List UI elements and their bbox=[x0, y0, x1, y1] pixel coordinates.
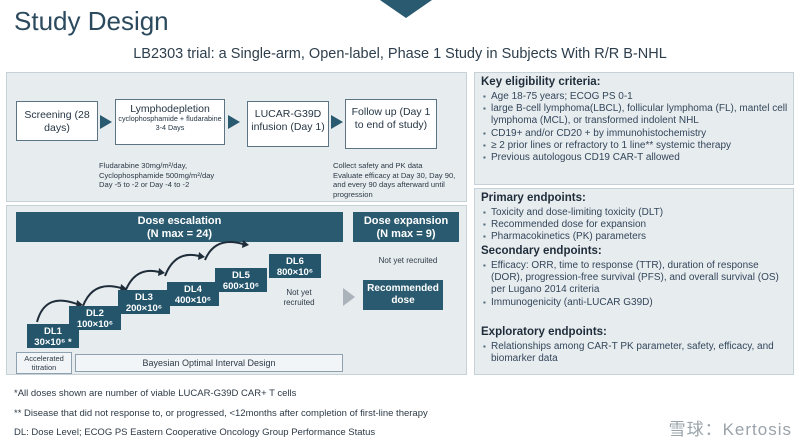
list-item: large B-cell lymphoma(LBCL), follicular … bbox=[483, 103, 789, 127]
to-recommended-arrow bbox=[343, 288, 355, 306]
primary-endpoints-heading: Primary endpoints: bbox=[481, 192, 586, 204]
escalation-curves bbox=[36, 240, 249, 323]
list-item: Age 18-75 years; ECOG PS 0-1 bbox=[483, 91, 789, 103]
primary-endpoints-list: Toxicity and dose-limiting toxicity (DLT… bbox=[483, 207, 789, 244]
corner-decoration bbox=[380, 0, 432, 18]
secondary-endpoints-heading: Secondary endpoints: bbox=[481, 245, 602, 257]
eligibility-list: Age 18-75 years; ECOG PS 0-1 large B-cel… bbox=[483, 91, 789, 164]
footnote-abbreviations: DL: Dose Level; ECOG PS Eastern Cooperat… bbox=[14, 427, 376, 438]
flow-arrow-3 bbox=[331, 115, 343, 129]
study-flow-panel: Screening (28 days) Lymphodepletion cycl… bbox=[6, 72, 467, 202]
endpoints-panel: Primary endpoints: Toxicity and dose-lim… bbox=[474, 188, 794, 375]
list-item: Toxicity and dose-limiting toxicity (DLT… bbox=[483, 207, 789, 219]
escalation-not-yet-recruited: Not yet recruited bbox=[283, 288, 315, 307]
eligibility-heading: Key eligibility criteria: bbox=[481, 76, 601, 88]
recommended-dose-box: Recommended dose bbox=[363, 280, 443, 310]
list-item: Recommended dose for expansion bbox=[483, 219, 789, 231]
list-item: Efficacy: ORR, time to response (TTR), d… bbox=[483, 260, 789, 297]
lymphodepletion-notes: Fludarabine 30mg/m²/day, Cyclophosphamid… bbox=[99, 161, 215, 189]
exploratory-endpoints-heading: Exploratory endpoints: bbox=[481, 326, 607, 338]
page-title: Study Design bbox=[14, 6, 169, 36]
accelerated-titration-bar: Accelerated titration bbox=[16, 352, 72, 374]
page-subtitle: LB2303 trial: a Single-arm, Open-label, … bbox=[133, 46, 667, 62]
screening-box: Screening (28 days) bbox=[16, 101, 98, 141]
exploratory-endpoints-list: Relationships among CAR-T PK parameter, … bbox=[483, 341, 789, 365]
expansion-not-yet-recruited: Not yet recruited bbox=[378, 256, 438, 265]
dose-escalation-header: Dose escalation (N max = 24) bbox=[16, 212, 343, 242]
flow-arrow-1 bbox=[100, 115, 112, 129]
list-item: CD19+ and/or CD20 + by immunohistochemis… bbox=[483, 128, 789, 140]
list-item: Relationships among CAR-T PK parameter, … bbox=[483, 341, 789, 365]
footnote-disease: ** Disease that did not response to, or … bbox=[14, 408, 428, 419]
list-item: Pharmacokinetics (PK) parameters bbox=[483, 231, 789, 243]
flow-arrow-2 bbox=[228, 115, 240, 129]
list-item: Immunogenicity (anti-LUCAR G39D) bbox=[483, 297, 789, 309]
footnote-doses: *All doses shown are number of viable LU… bbox=[14, 388, 297, 399]
list-item: Previous autologous CD19 CAR-T allowed bbox=[483, 152, 789, 164]
followup-notes: Collect safety and PK data Evaluate effi… bbox=[333, 161, 456, 199]
boin-bar: Bayesian Optimal Interval Design bbox=[75, 354, 343, 372]
list-item: ≥ 2 prior lines or refractory to 1 line*… bbox=[483, 140, 789, 152]
eligibility-panel: Key eligibility criteria: Age 18-75 year… bbox=[474, 72, 794, 185]
watermark: 雪球：Kertosis bbox=[668, 420, 792, 439]
infusion-box: LUCAR-G39D infusion (Day 1) bbox=[247, 101, 329, 147]
lymphodepletion-box: Lymphodepletion cyclophosphamide + fluda… bbox=[115, 99, 225, 145]
dose-panel: Dose escalation (N max = 24) Dose expans… bbox=[6, 205, 467, 375]
dose-expansion-header: Dose expansion (N max = 9) bbox=[353, 212, 459, 242]
followup-box: Follow up (Day 1 to end of study) bbox=[345, 99, 437, 149]
secondary-endpoints-list: Efficacy: ORR, time to response (TTR), d… bbox=[483, 260, 789, 309]
